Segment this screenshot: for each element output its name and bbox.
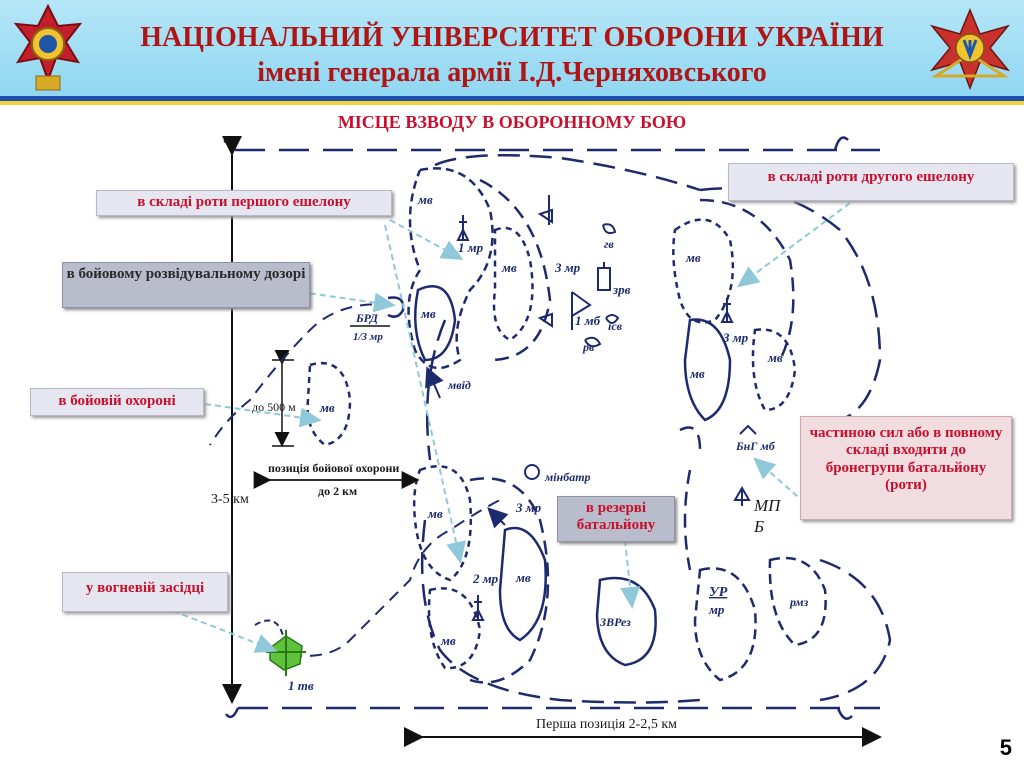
header-stripe-blue (0, 96, 1024, 101)
callout-recon-patrol: в бойовому розвідувальному дозорі (62, 262, 310, 308)
mv-label-5: мв (427, 506, 443, 521)
mr3-label-1: 3 мр (554, 260, 581, 275)
mr1-label: 1 мр (458, 240, 484, 255)
zrv-label: зрв (612, 282, 631, 297)
guard-pos-label-1: позиція бойової охорони (268, 461, 399, 475)
mvid-label: мвід (447, 378, 471, 392)
mr2-label: 2 мр (472, 571, 499, 586)
mr3-label-2: 3 мр (722, 330, 749, 345)
mb1-label: 1 мб (575, 313, 601, 328)
page-title-line1: НАЦІОНАЛЬНИЙ УНІВЕРСИТЕТ ОБОРОНИ УКРАЇНИ (140, 22, 884, 53)
mv-label-6: мв (515, 570, 531, 585)
callout-first-echelon: в складі роти першого ешелону (96, 190, 392, 216)
header-stripe-yellow (0, 101, 1024, 105)
boundary-bottom (225, 706, 880, 720)
callout-combat-guard: в бойовій охороні (30, 388, 204, 416)
tank-platoon-icon (266, 630, 306, 676)
mv-label-8: мв (685, 250, 701, 265)
mr3-label-3: 3 мр (515, 500, 542, 515)
mvid-arrow (425, 366, 444, 399)
rv-label: рв (582, 340, 595, 354)
mpb-label-1: МП (753, 496, 782, 515)
depth-label: 3-5 км (211, 492, 249, 507)
header-band (0, 0, 1024, 100)
brd-symbol (387, 296, 405, 318)
mv-label-1: мв (417, 192, 433, 207)
diagram-title: МІСЦЕ ВЗВОДУ В ОБОРОННОМУ БОЮ (337, 112, 687, 132)
callout-second-echelon: в складі роти другого ешелону (728, 163, 1014, 201)
callout-reserve: в резерві батальйону (557, 496, 675, 542)
guard-pos-label-2: до 2 км (318, 484, 357, 498)
page-number: 5 (999, 735, 1012, 760)
bng-label: БнГ мб (735, 439, 776, 453)
brd-sub-label: 1/3 мр (353, 331, 383, 343)
mv-label-9: мв (767, 350, 783, 365)
second-echelon-inner (672, 198, 797, 571)
mv-label-3: мв (420, 306, 436, 321)
armed-forces-emblem-icon (929, 8, 1011, 91)
first-echelon-lower (412, 465, 550, 684)
mv-label-10: мв (689, 366, 705, 381)
tank-label: 1 тв (288, 678, 314, 693)
gv-label: гв (604, 237, 614, 251)
first-echelon-upper (407, 167, 552, 370)
dist-500-label: до 500 м (252, 400, 296, 414)
minbatr-label: мінбатр (544, 470, 591, 484)
ur-sub-label: мр (708, 602, 725, 617)
rmz-label: рмз (789, 595, 809, 609)
university-emblem-icon (13, 4, 83, 91)
mpb-label-2: Б (753, 517, 764, 536)
mr3-arrow (487, 507, 509, 529)
brd-label: БРД (355, 311, 379, 325)
first-position-label: Перша позиція 2-2,5 км (536, 717, 677, 732)
callout-armor-group: частиною сил або в повному складі входит… (800, 416, 1012, 520)
recon-patrol-path (209, 303, 393, 446)
reserve-areas (595, 556, 827, 682)
mv-label-2: мв (501, 260, 517, 275)
mv-label-4: мв (319, 400, 335, 415)
mv-label-7: мв (440, 633, 456, 648)
flag-symbols (456, 195, 757, 621)
zvrez-label: ЗВРез (599, 615, 631, 629)
callout-fire-ambush: у вогневій засідці (62, 572, 228, 612)
page-title-line2: імені генерала армії І.Д.Черняховського (257, 57, 767, 88)
ur-label: УР (709, 585, 728, 600)
boundary-top (223, 136, 880, 152)
fire-ambush-path (289, 499, 501, 657)
